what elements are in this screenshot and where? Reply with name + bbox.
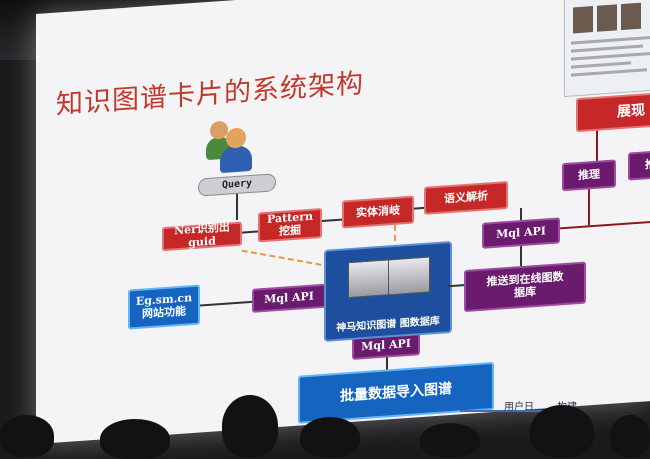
connector-line	[414, 206, 424, 210]
connector-line	[236, 193, 238, 221]
connector-line	[520, 246, 522, 267]
connector-line	[322, 218, 342, 223]
dashed-connector	[394, 224, 398, 241]
recommend-box: 推荐	[628, 148, 650, 181]
connector-line	[200, 300, 252, 307]
eg-website-box: Eg.sm.cn 网站功能	[128, 284, 200, 330]
graph-database-box: 神马知识图谱 图数据库	[324, 240, 452, 342]
pattern-box: Pattern 挖掘	[258, 208, 322, 243]
mql-api-left-box: Mql API	[252, 283, 326, 313]
connector-line	[520, 208, 522, 221]
audience-silhouettes	[0, 395, 650, 459]
connector-line	[386, 357, 388, 370]
mql-api-top-box: Mql API	[482, 217, 560, 249]
semantic-parse-box: 语义解析	[424, 180, 508, 215]
eg-box-line2: 网站功能	[142, 304, 186, 321]
connector-line	[242, 230, 258, 234]
reasoning-box: 推理	[562, 159, 616, 192]
connector-line	[448, 284, 464, 288]
server-icon	[388, 256, 430, 296]
connector-line	[460, 410, 546, 412]
screenshot-thumbnail	[564, 0, 650, 98]
ner-box: Ner识别出guid	[162, 221, 242, 252]
entity-disambiguation-box: 实体消岐	[342, 195, 414, 229]
server-icon	[348, 259, 390, 299]
slide-title: 知识图谱卡片的系统架构	[56, 68, 364, 121]
dashed-connector	[241, 249, 322, 266]
presentation-slide: 知识图谱卡片的系统架构 Query Ner识别出guid Pattern 挖掘 …	[36, 0, 650, 444]
graph-database-label: 神马知识图谱 图数据库	[336, 315, 440, 335]
connector-line	[596, 130, 598, 161]
connector-line	[588, 189, 590, 226]
push-online-db-box: 推送到在线图数 据库	[464, 261, 586, 313]
connector-line	[560, 218, 650, 230]
users-icon	[206, 119, 254, 174]
display-box: 展现	[576, 90, 650, 133]
